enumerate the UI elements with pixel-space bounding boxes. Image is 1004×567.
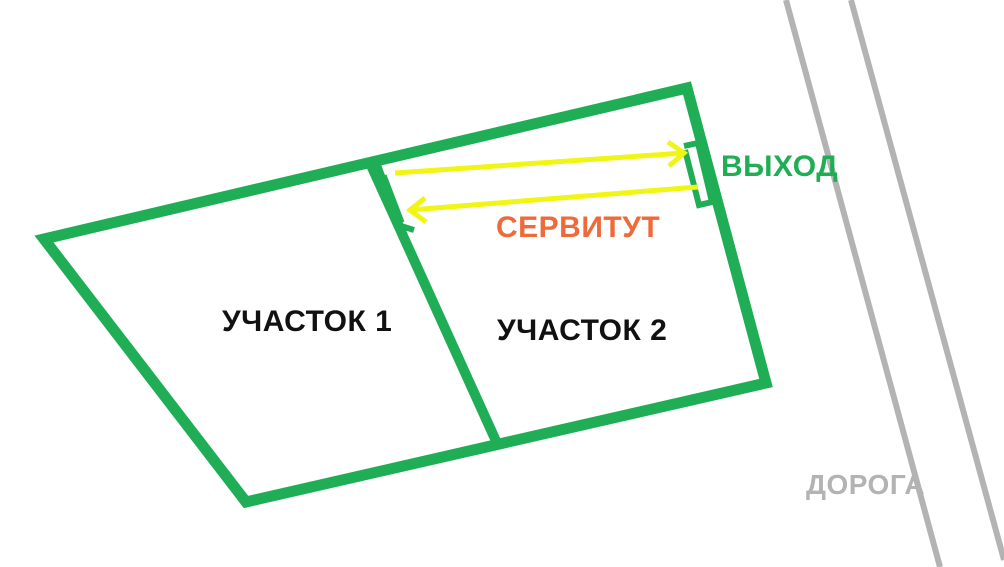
arrow-to-exit-line xyxy=(394,150,685,176)
servitude-arrows xyxy=(394,139,699,224)
road xyxy=(783,0,1004,567)
servitude-label: СЕРВИТУТ xyxy=(496,211,660,244)
exit-label: ВЫХОД xyxy=(721,150,838,183)
gate-left-inner xyxy=(383,174,405,223)
outer-boundary xyxy=(34,81,773,509)
arrow-to-exit-head xyxy=(666,139,689,168)
road-edge-right xyxy=(848,0,1004,561)
arrow-to-plot-head xyxy=(405,196,428,224)
road-label: ДОРОГА xyxy=(806,469,925,500)
arrow-to-plot-line xyxy=(409,184,699,213)
plot-2-label: УЧАСТОК 2 xyxy=(497,314,667,347)
plot-divider xyxy=(365,160,501,444)
gate-left-shape xyxy=(375,163,415,233)
road-edge-left xyxy=(783,0,943,567)
plot-1-label: УЧАСТОК 1 xyxy=(222,305,392,338)
gate-left xyxy=(375,163,415,233)
